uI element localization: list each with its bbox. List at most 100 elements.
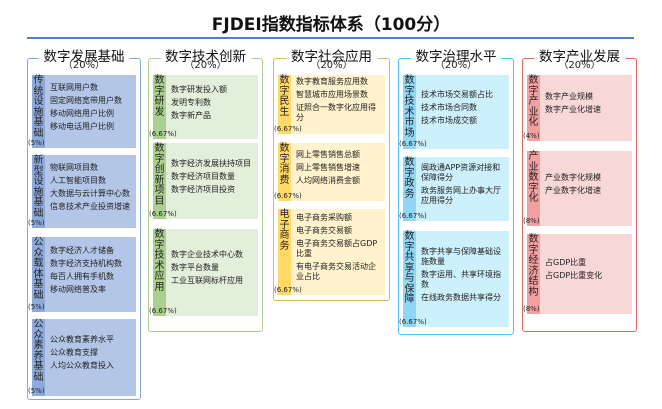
sub-dimension-strip: [527, 75, 540, 141]
indicator: 数字教育服务应用数: [296, 77, 368, 86]
indicator-list: 数字研发投入额发明专利数数字新产品: [171, 75, 256, 130]
indicator-list: 数字企业技术中心数数字平台数量工业互联网标杆应用: [171, 229, 256, 307]
pillar-title: 数字产业发展: [534, 45, 625, 65]
sub-dimension-strip: [32, 237, 45, 312]
sub-dimension-weight: (6.67%): [274, 192, 302, 200]
sub-dimension: 新型设施基础 (5%) 物联网项目数人工智能项目数大数据与云计算中心数信息技术产…: [28, 155, 136, 228]
sub-dimension: 公众载体基础 (5%) 数字经济人才储备数字经济支持机构数每百人拥有手机数移动网…: [28, 237, 136, 312]
sub-dimension-weight: (6.67%): [399, 140, 427, 148]
indicator: 发明专利数: [171, 97, 211, 107]
sub-dimension-strip: [403, 157, 416, 221]
indicator: 数字经济项目数量: [171, 171, 235, 181]
sub-dimension-strip: [278, 75, 291, 134]
sub-dimension: 数字共享与保障 (6.67%) 数字共享与保障基础设施数量数字运用、共享环境指数…: [399, 231, 509, 327]
sub-dimension-strip: [32, 75, 45, 148]
sub-dimension: 数字政务 (6.67%) 闽政通APP资源对接和保障得分政务服务网上办事大厅应用…: [399, 157, 509, 221]
sub-dimension-weight: (6.67%): [149, 130, 177, 138]
sub-dimension-label: 数字民生: [279, 75, 290, 118]
sub-dimension: 数字技术市场 (6.67%) 技术市场交易额占比技术市场合同数技术市场成交额: [399, 75, 509, 149]
indicator-list: 数字经济发展扶持项目数字经济项目数量数字经济项目投资: [171, 143, 256, 210]
sub-dimension: 数字消费 (6.67%) 网上零售销售总额网上零售销售增速人均网络消费金额: [274, 143, 385, 201]
pillar-title: 数字技术创新: [160, 45, 251, 65]
pillar-title: 数字社会应用: [286, 45, 377, 65]
indicator: 网上零售销售总额: [296, 149, 360, 159]
sub-dimension-weight: (5%): [28, 219, 45, 227]
indicator: 政务服务网上办事大厅应用得分: [421, 186, 501, 205]
sub-dimension-label: 数字研发: [154, 75, 165, 118]
sub-dimension-weight: (5%): [28, 387, 45, 395]
indicator: 数字共享与保障基础设施数量: [421, 246, 501, 266]
indicator: 证照合一数字化应用得分: [296, 103, 376, 122]
indicator-list: 数字教育服务应用数智慧城市应用场景数证照合一数字化应用得分: [296, 75, 383, 125]
sub-dimension-strip: [153, 143, 166, 219]
diagram-title: FJDEI指数指标体系（100分）: [211, 15, 451, 35]
indicator: 人工智能项目数: [50, 175, 106, 185]
title-divider: [27, 37, 634, 39]
indicator: 技术市场合同数: [421, 102, 477, 112]
indicator: 移动网络普及率: [50, 284, 106, 294]
pillar-weight: （20%）: [310, 60, 353, 71]
indicator: 数字新产品: [171, 110, 211, 120]
pillar-weight: （20%）: [558, 60, 601, 71]
indicator: 数字经济支持机构数: [50, 258, 122, 268]
indicator: 移动网络用户比例: [50, 108, 114, 118]
sub-dimension-weight: (6.67%): [274, 125, 302, 133]
sub-dimension-label: 数字产业化: [528, 75, 539, 128]
sub-dimension-label: 数字技术市场: [404, 75, 415, 139]
sub-dimension-strip: [153, 75, 166, 139]
sub-dimension-strip: [32, 319, 45, 396]
indicator: 数字经济人才储备: [50, 245, 114, 255]
indicator: 物联网项目数: [50, 162, 98, 172]
sub-dimension: 数字经济结构 (8%) 占GDP比重占GDP比重变化: [523, 234, 632, 314]
indicator-list: 网上零售销售总额网上零售销售增速人均网络消费金额: [296, 143, 383, 192]
sub-dimension: 电子商务 (6.67%) 电子商务采购额电子商务交易额电子商务交易额占GDP比重…: [274, 209, 385, 295]
indicator-list: 技术市场交易额占比技术市场合同数技术市场成交额: [421, 75, 507, 140]
sub-dimension-strip: [153, 229, 166, 316]
indicator-list: 闽政通APP资源对接和保障得分政务服务网上办事大厅应用得分: [421, 157, 507, 212]
sub-dimension-label: 公众素养基础: [33, 319, 44, 383]
pillar-weight: （20%）: [434, 60, 478, 71]
indicator-list: 数字产业规模数字产业化增速: [545, 75, 630, 132]
indicator: 占GDP比重变化: [545, 271, 603, 280]
indicator: 智慧城市应用场景数: [296, 90, 368, 99]
pillar-title: 数字治理水平: [410, 45, 502, 65]
sub-dimension-strip: [403, 231, 416, 327]
pillar-3: 数字社会应用 （20%） 数字民生 (6.67%) 数字教育服务应用数智慧城市应…: [273, 45, 390, 301]
sub-dimension-weight: (5%): [28, 303, 45, 311]
indicator: 闽政通APP资源对接和保障得分: [421, 163, 501, 182]
indicator: 产业数字化规模: [545, 172, 601, 182]
sub-dimension: 数字研发 (6.67%) 数字研发投入额发明专利数数字新产品: [149, 75, 258, 139]
pillar-1: 数字发展基础 （20%） 传统设施基础 (5%) 互联网用户数固定网络宽带用户数…: [27, 45, 141, 400]
sub-dimension-strip: [278, 209, 291, 295]
indicator: 数字研发投入额: [171, 84, 227, 94]
sub-dimension: 数字民生 (6.67%) 数字教育服务应用数智慧城市应用场景数证照合一数字化应用…: [274, 75, 385, 134]
indicator-list: 电子商务采购额电子商务交易额电子商务交易额占GDP比重有电子商务交易活动企业占比: [296, 209, 383, 286]
indicator-list: 物联网项目数人工智能项目数大数据与云计算中心数信息技术产业投资增速: [50, 155, 134, 219]
indicator: 每百人拥有手机数: [50, 271, 114, 281]
indicator: 移动电话用户比例: [50, 121, 114, 131]
indicator: 电子商务采购额: [296, 213, 352, 222]
indicator: 信息技术产业投资增速: [50, 201, 130, 211]
pillar-weight: （20%）: [184, 60, 227, 71]
indicator: 公众教育素养水平: [50, 335, 114, 344]
indicator: 数字产业规模: [545, 92, 593, 101]
pillar-4: 数字治理水平 （20%） 数字技术市场 (6.67%) 技术市场交易额占比技术市…: [398, 45, 514, 335]
indicator: 数字产业化增速: [545, 105, 601, 114]
sub-dimension: 数字创新项目 (6.67%) 数字经济发展扶持项目数字经济项目数量数字经济项目投…: [149, 143, 258, 219]
indicator: 数字经济发展扶持项目: [171, 158, 251, 168]
sub-dimension-label: 数字消费: [279, 143, 290, 186]
indicator-list: 公众教育素养水平公众教育支撑人均公众教育投入: [50, 319, 134, 387]
sub-dimension-weight: (6.67%): [149, 307, 177, 315]
indicator: 公众教育支撑: [50, 348, 98, 357]
sub-dimension-weight: (4%): [523, 132, 540, 140]
sub-dimension: 传统设施基础 (5%) 互联网用户数固定网络宽带用户数移动网络用户比例移动电话用…: [28, 75, 136, 148]
sub-dimension: 数字产业化 (4%) 数字产业规模数字产业化增速: [523, 75, 632, 141]
sub-dimension-strip: [527, 234, 540, 314]
indicator-list: 占GDP比重占GDP比重变化: [545, 234, 630, 305]
indicator-list: 数字经济人才储备数字经济支持机构数每百人拥有手机数移动网络普及率: [50, 237, 134, 303]
pillar-2: 数字技术创新 （20%） 数字研发 (6.67%) 数字研发投入额发明专利数数字…: [148, 45, 263, 332]
indicator: 网上零售销售增速: [296, 162, 360, 172]
sub-dimension-label: 产业数字化: [528, 151, 539, 204]
indicator: 数字经济项目投资: [171, 184, 235, 194]
